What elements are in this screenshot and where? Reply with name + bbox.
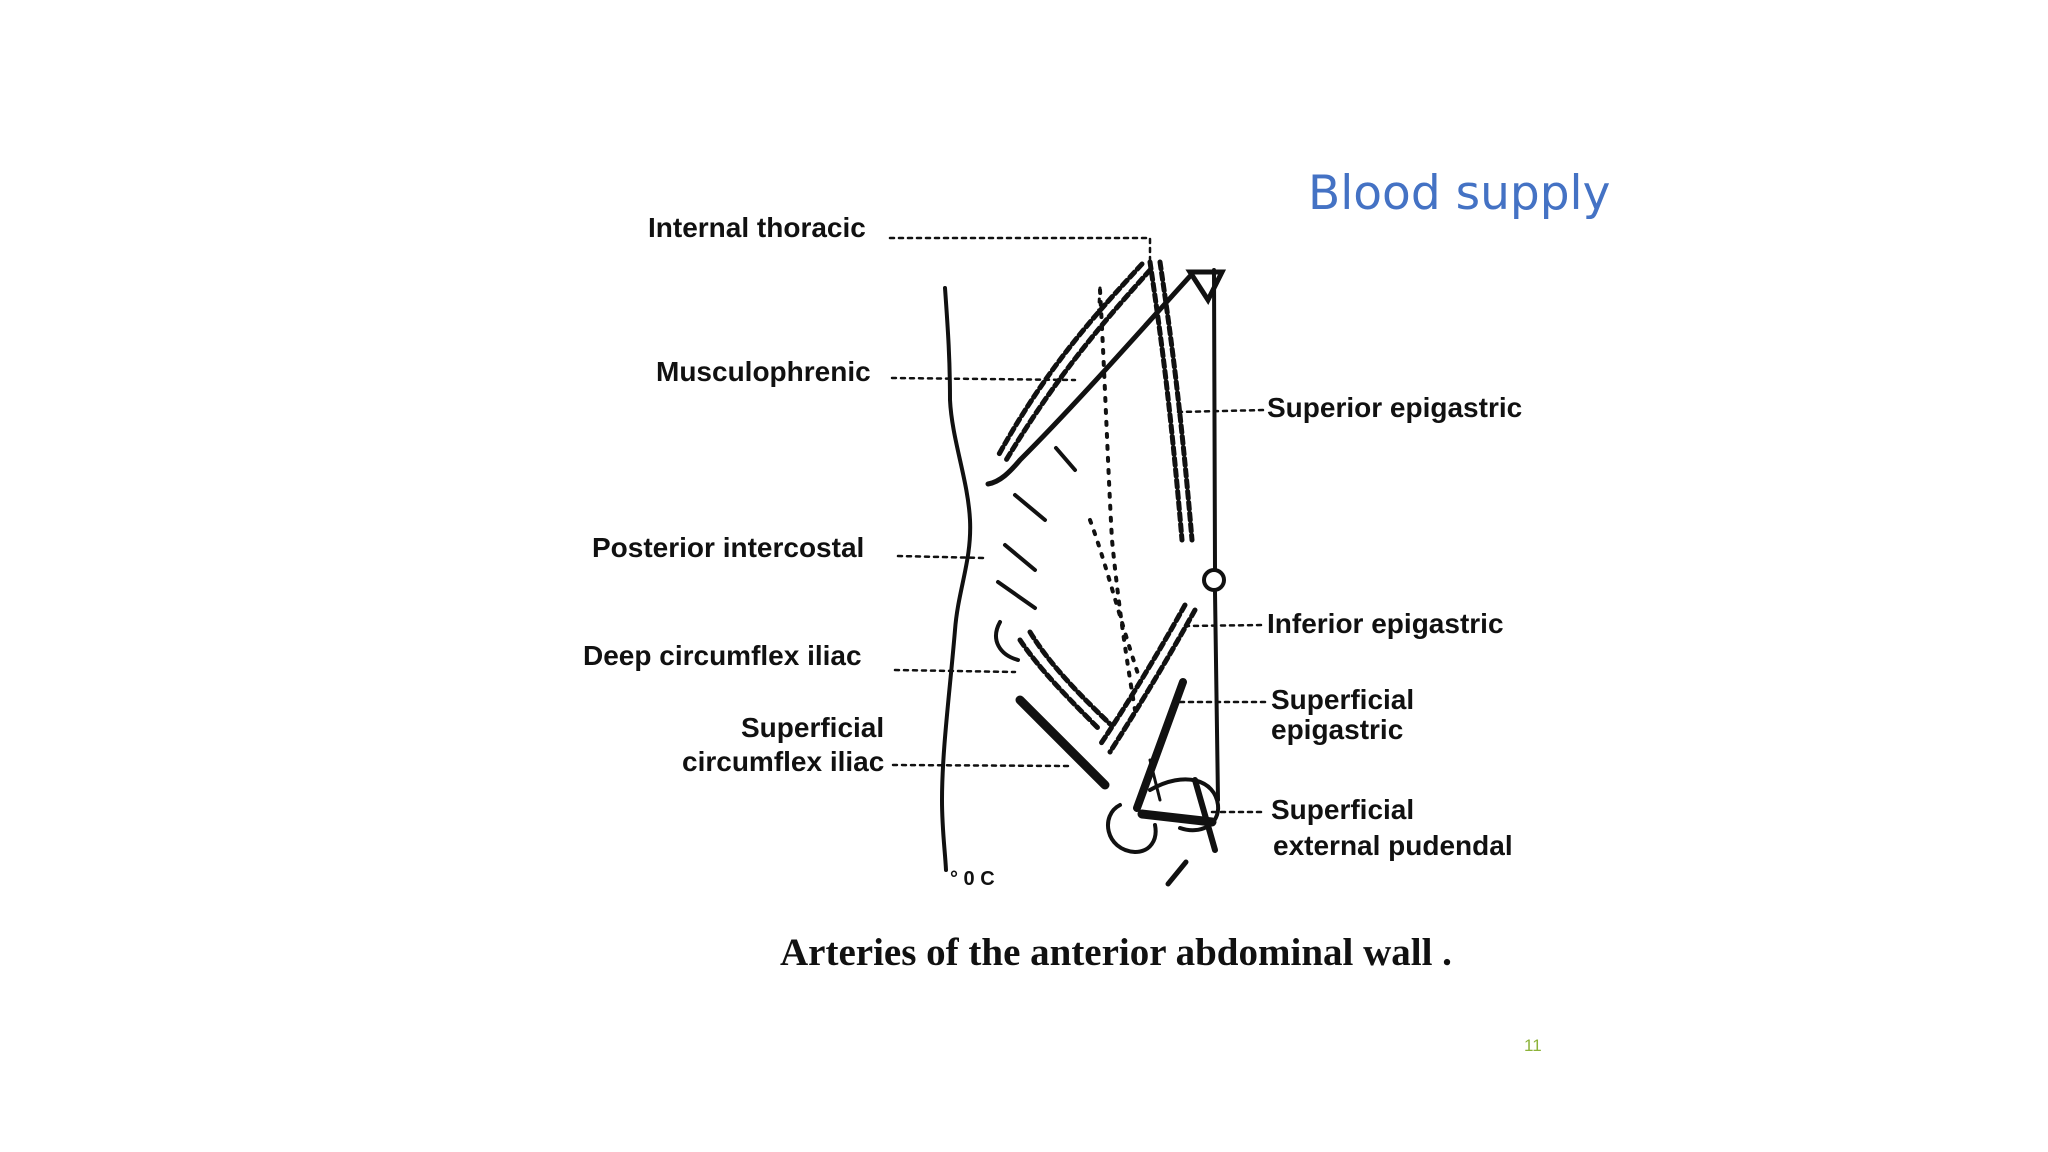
leader-superficial-circumflex-iliac [891, 763, 1072, 768]
posterior-intercostal-artery [1088, 288, 1142, 712]
label-superior-epigastric: Superior epigastric [1267, 392, 1523, 423]
label-superficial-epigastric-line2: epigastric [1271, 714, 1404, 745]
label-internal-thoracic: Internal thoracic [648, 212, 866, 243]
label-inferior-epigastric: Inferior epigastric [1267, 608, 1504, 639]
flank-outline [939, 286, 973, 872]
umbilicus [1202, 568, 1226, 592]
figure-caption: Arteries of the anterior abdominal wall … [780, 931, 1452, 974]
deep-circumflex-iliac-artery [1017, 629, 1113, 733]
label-musculophrenic: Musculophrenic [656, 356, 871, 387]
label-superficial-circumflex-iliac-line2: circumflex iliac [682, 746, 885, 777]
artist-mark: ° 0 C [950, 868, 995, 890]
superficial-circumflex-iliac-artery [1015, 695, 1110, 790]
ribs [996, 446, 1077, 610]
leader-posterior-intercostal [896, 554, 987, 560]
page-number: 11 [1524, 1036, 1542, 1055]
label-superficial-circumflex-iliac-line1: Superficial [741, 712, 885, 743]
slide-title: Blood supply [1308, 166, 1611, 221]
xiphoid-process [1185, 269, 1227, 306]
groin-line [1148, 758, 1162, 802]
label-superficial-epigastric-line1: Superficial [1271, 684, 1415, 715]
label-superficial-external-pudendal-line2: external pudendal [1273, 830, 1513, 861]
label-superficial-external-pudendal-line1: Superficial [1271, 794, 1415, 825]
leader-inferior-epigastric [1183, 623, 1266, 628]
leader-deep-circumflex-iliac [893, 668, 1017, 674]
superior-epigastric-artery [1147, 259, 1195, 543]
midline [1212, 268, 1217, 572]
anterior-superior-iliac-spine [994, 620, 1020, 662]
superficial-external-pudendal-artery [1137, 809, 1217, 827]
pubic-loop [1106, 803, 1158, 855]
femoral-artery-segment [1192, 777, 1218, 853]
label-posterior-intercostal: Posterior intercostal [592, 532, 865, 563]
label-deep-circumflex-iliac: Deep circumflex iliac [583, 640, 862, 671]
musculophrenic-artery [995, 261, 1153, 465]
inferior-epigastric-artery [1097, 602, 1198, 755]
leader-internal-thoracic [888, 236, 1152, 264]
superficial-epigastric-artery [1133, 678, 1187, 812]
leader-superior-epigastric [1176, 408, 1266, 414]
femoral-loop [1148, 777, 1221, 833]
femoral-lower [1165, 859, 1189, 887]
midline-lower [1213, 590, 1220, 802]
